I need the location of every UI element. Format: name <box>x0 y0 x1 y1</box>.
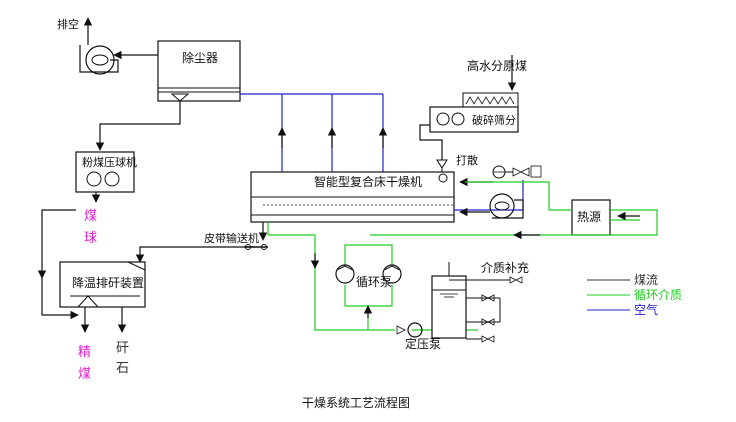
clean-coal-label-2: 煤 <box>78 367 91 382</box>
circulation-pump-1 <box>335 264 355 284</box>
dryer-unit <box>250 171 455 223</box>
heat-source <box>571 199 611 236</box>
coal-flow-dust-to-press <box>95 101 181 151</box>
dust-collector <box>157 40 241 102</box>
dust-collector-label: 除尘器 <box>182 50 218 65</box>
crusher-screen <box>429 106 519 133</box>
belt-conveyor-label: 皮带输送机 <box>204 231 259 245</box>
diagram-caption: 干燥系统工艺流程图 <box>302 395 410 410</box>
expansion-tank <box>431 262 523 343</box>
scatter-label: 打散 <box>456 153 478 167</box>
legend: 煤流 循环介质 空气 <box>587 273 682 317</box>
coal-flow-belt-to-cooling <box>135 246 255 263</box>
constant-pressure-pump <box>396 322 423 338</box>
legend-label-coal: 煤流 <box>634 273 658 287</box>
cooling-device-label: 降温排矸装置 <box>72 276 144 290</box>
raw-coal-label: 高水分原煤 <box>467 58 527 73</box>
medium-makeup-label: 介质补充 <box>481 260 529 275</box>
briquette-press-label: 粉煤压球机 <box>82 155 137 169</box>
clean-coal-label-1: 精 <box>78 345 91 360</box>
coal-ball-label-1: 煤 <box>84 209 97 224</box>
coal-flow-crusher-out <box>419 124 443 160</box>
briquette-press <box>75 151 135 193</box>
crush-screen-label: 破碎筛分 <box>472 113 516 127</box>
heat-source-label: 热源 <box>577 210 601 224</box>
const-pump-label: 定压泵 <box>405 336 441 351</box>
coal-ball-label-2: 球 <box>84 231 97 246</box>
legend-label-medium: 循环介质 <box>634 288 682 302</box>
circ-pump-label: 循环泵 <box>356 275 392 289</box>
coal-flow-recycle <box>37 209 76 279</box>
scatter-device <box>436 159 448 172</box>
exhaust-fan <box>79 17 158 75</box>
hopper-crusher <box>462 92 519 109</box>
air-inlet-valve <box>492 165 542 179</box>
gangue-label-2: 石 <box>116 361 129 376</box>
gangue-label-1: 矸 <box>116 341 129 356</box>
blower-fan <box>489 193 524 219</box>
coal-flow-to-product <box>41 278 79 320</box>
legend-label-air: 空气 <box>634 302 658 317</box>
dryer-label: 智能型复合床干燥机 <box>314 174 422 189</box>
circulation-pump-2 <box>382 264 402 284</box>
exhaust-label: 排空 <box>57 17 79 31</box>
